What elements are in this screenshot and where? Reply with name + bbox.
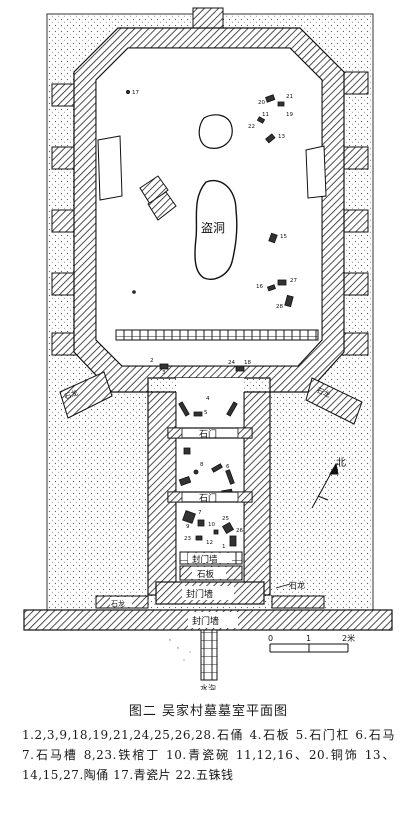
seal-wall-outer-label: 封门墙 xyxy=(192,615,219,627)
find-number: 12 xyxy=(206,540,213,546)
drain-label: 水沟 xyxy=(200,683,216,690)
brick-threshold xyxy=(115,329,319,341)
find-number: 28 xyxy=(276,304,283,310)
scale-tick: 0 xyxy=(268,634,273,643)
seal-wall-inner-label: 封门墙 xyxy=(192,554,218,565)
find-number: 15 xyxy=(280,234,287,240)
find-number: 2 xyxy=(150,358,154,364)
find-number: 8 xyxy=(200,462,204,468)
stone-dragon-label: 石龙 xyxy=(289,580,305,590)
drain xyxy=(200,629,218,681)
figure-caption: 图二 吴家村墓墓室平面图 1.2,3,9,18,19,21,24,25,26,2… xyxy=(0,700,417,785)
find-numbers-vestibule: 3 2 24 18 4 5 xyxy=(150,358,251,416)
find-number: 25 xyxy=(222,516,229,522)
wall-void-left xyxy=(97,135,123,201)
seal-wall-mid-label: 封门墙 xyxy=(186,588,213,600)
find-number: 1 xyxy=(222,544,226,550)
find-number: 17 xyxy=(132,90,139,96)
find-number: 10 xyxy=(208,522,215,528)
find-number: 4 xyxy=(206,396,210,402)
top-brick-block xyxy=(192,7,224,31)
scale-bar xyxy=(269,643,349,653)
stone-slab-label: 石板 xyxy=(197,569,215,580)
find-number: 21 xyxy=(286,94,293,100)
vestibule-artifacts xyxy=(159,363,245,417)
find-number: 20 xyxy=(258,100,265,106)
chamber-artifacts xyxy=(126,90,294,308)
inner-artifacts xyxy=(182,510,237,547)
tomb-plan: 盗洞 17 20 21 22 11 13 19 15 16 27 28 xyxy=(23,7,393,690)
scale-tick: 2米 xyxy=(342,633,355,643)
north-arrow xyxy=(311,462,339,509)
find-number: 6 xyxy=(226,464,230,470)
find-number: 16 xyxy=(256,284,263,290)
find-number: 13 xyxy=(278,134,285,140)
robber-hole xyxy=(194,179,238,280)
find-numbers-corridor: 6 8 xyxy=(200,462,230,470)
find-number: 26 xyxy=(236,528,243,534)
figure-legend: 1.2,3,9,18,19,21,24,25,26,28.石俑 4.石板 5.石… xyxy=(22,728,395,782)
find-number: 9 xyxy=(186,524,190,530)
find-number: 11 xyxy=(262,112,269,118)
find-number: 5 xyxy=(204,410,208,416)
find-number: 18 xyxy=(244,360,251,366)
side-block-right xyxy=(271,595,325,609)
find-number: 3 xyxy=(162,370,166,376)
wall-void-right xyxy=(305,145,327,199)
stone-door-2-label: 石门 xyxy=(199,492,217,504)
collapsed-blocks xyxy=(139,175,177,221)
scale-tick: 1 xyxy=(306,634,311,643)
north-label: 北 xyxy=(336,457,346,469)
find-numbers-inner: 7 9 10 25 26 23 12 1 xyxy=(184,510,243,550)
figure-title: 图二 吴家村墓墓室平面图 xyxy=(128,704,289,719)
small-void xyxy=(198,114,233,149)
find-number: 22 xyxy=(248,124,255,130)
find-number: 27 xyxy=(290,278,297,284)
find-number: 23 xyxy=(184,536,191,542)
robber-hole-label: 盗洞 xyxy=(201,220,225,235)
stray-dots xyxy=(169,639,191,661)
find-numbers-chamber: 17 20 21 22 11 13 19 15 16 27 28 xyxy=(132,90,297,310)
find-number: 7 xyxy=(198,510,202,516)
angled-side-blocks xyxy=(59,371,363,425)
scale-ticks: 0 1 2米 xyxy=(268,633,355,643)
find-number: 24 xyxy=(228,360,235,366)
find-number: 19 xyxy=(286,112,293,118)
side-block-left-label: 石龙 xyxy=(111,599,125,608)
stone-door-1-label: 石门 xyxy=(199,428,217,440)
